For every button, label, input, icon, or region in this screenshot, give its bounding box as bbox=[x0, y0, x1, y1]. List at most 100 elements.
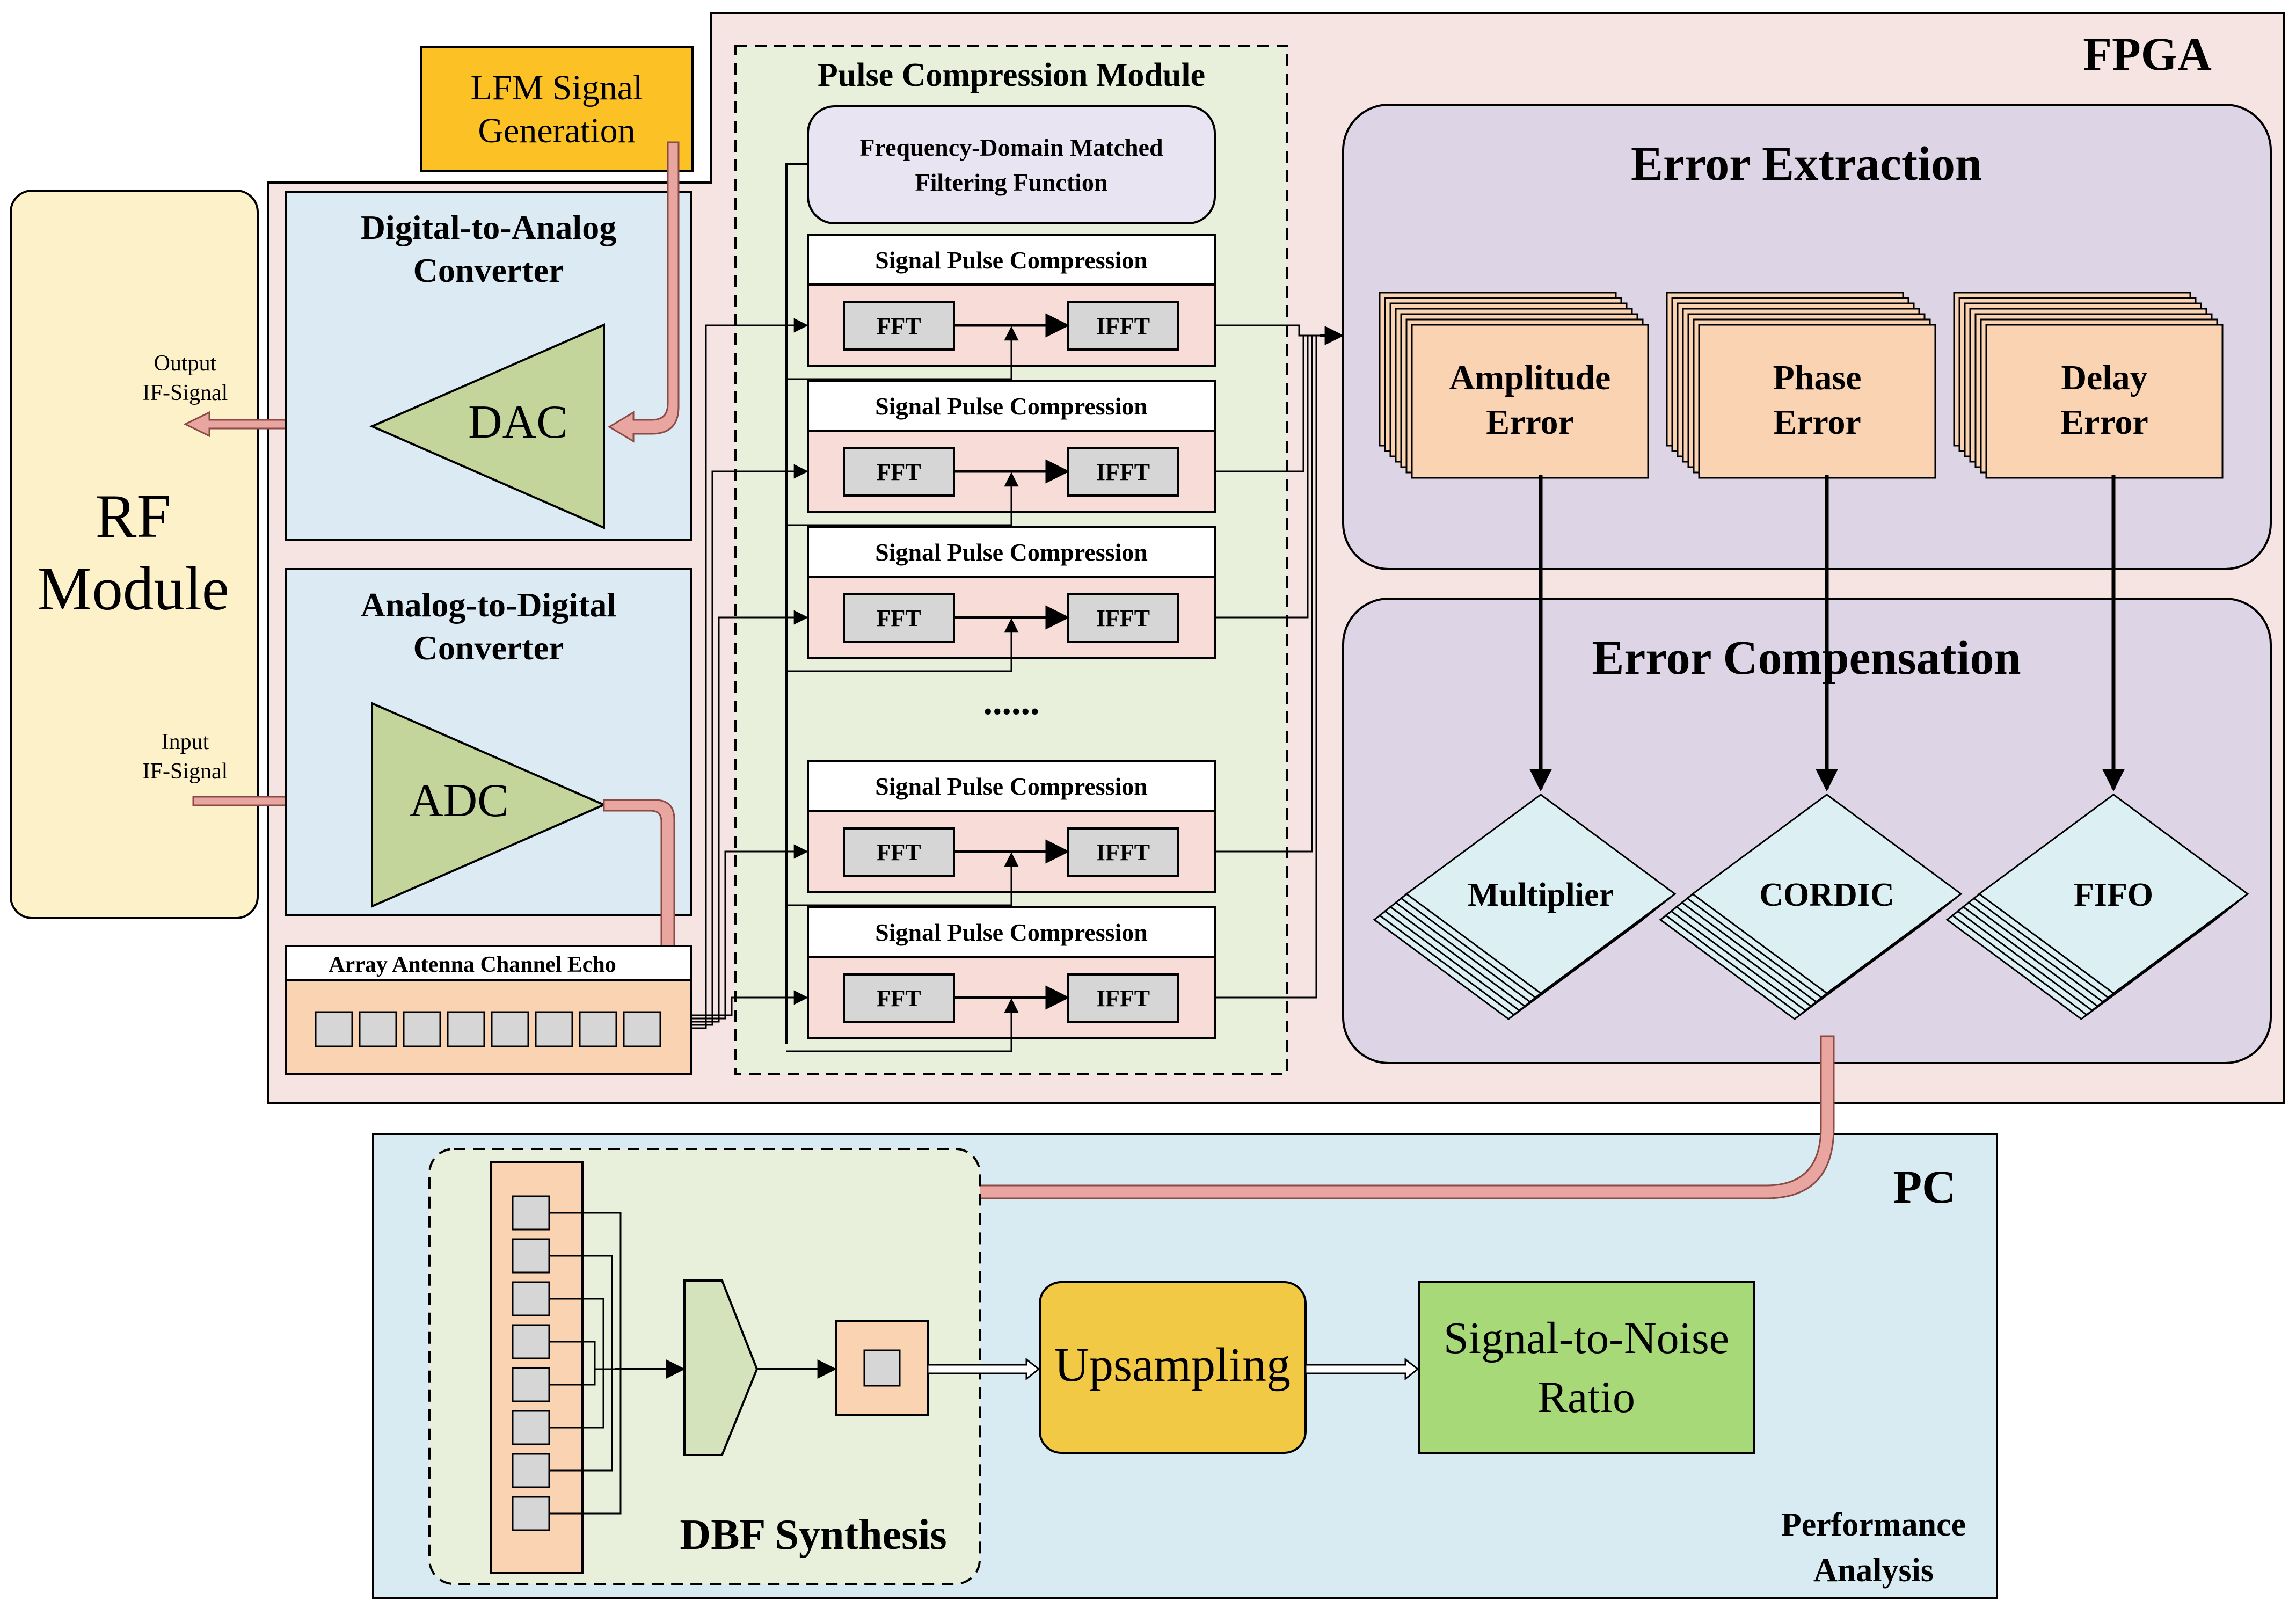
error-item-line1: Amplitude bbox=[1449, 358, 1611, 397]
beamformer-shape bbox=[683, 1279, 759, 1456]
dac-title-line1: Digital-to-Analog bbox=[361, 208, 616, 246]
dbf-element bbox=[512, 1324, 550, 1359]
matched-filter-feed-arrow bbox=[786, 852, 1019, 906]
fft-label: FFT bbox=[876, 985, 921, 1012]
input-if-label-line2: IF-Signal bbox=[143, 759, 228, 784]
fft-block bbox=[843, 973, 955, 1023]
pulse-channel-title-box bbox=[807, 906, 1216, 958]
pulse-channel-title-box bbox=[807, 380, 1216, 432]
dbf-element bbox=[512, 1410, 550, 1445]
adc-title-line1: Analog-to-Digital bbox=[361, 586, 616, 624]
compensation-item-label: Multiplier bbox=[1468, 877, 1614, 913]
antenna-to-channel-arrow bbox=[691, 990, 808, 1016]
matched-filter-feed-arrow bbox=[786, 472, 1019, 526]
ifft-block bbox=[1067, 973, 1179, 1023]
ifft-label: IFFT bbox=[1096, 605, 1150, 631]
error-stack-layer bbox=[1698, 324, 1936, 479]
dbf-element-list bbox=[512, 1195, 622, 1531]
dbf-element bbox=[512, 1453, 550, 1488]
ifft-block bbox=[1067, 593, 1179, 643]
error-item-line2: Error bbox=[2060, 403, 2148, 442]
error-item-line1: Delay bbox=[2061, 358, 2147, 397]
snr-label-line1: Signal-to-Noise bbox=[1444, 1313, 1729, 1363]
pulse-channel-title: Signal Pulse Compression bbox=[875, 773, 1148, 800]
rf-module bbox=[10, 190, 259, 919]
ifft-label: IFFT bbox=[1096, 839, 1150, 865]
compensation-stack-list: Multiplier CORDIC FIFO bbox=[1373, 794, 2249, 1020]
pulse-channel-title-box bbox=[807, 760, 1216, 812]
antenna-to-channel-arrow bbox=[691, 610, 808, 1023]
dac-label: DAC bbox=[468, 396, 568, 448]
dbf-element-link bbox=[549, 1368, 615, 1429]
output-if-label-line2: IF-Signal bbox=[143, 381, 228, 405]
lfm-to-dac-arrow bbox=[608, 141, 680, 443]
fft-label: FFT bbox=[876, 459, 921, 485]
pulse-channel-title: Signal Pulse Compression bbox=[875, 246, 1148, 274]
input-if-label-line1: Input bbox=[162, 730, 209, 754]
fft-label: FFT bbox=[876, 605, 921, 631]
upsampling-label: Upsampling bbox=[1054, 1338, 1291, 1392]
antenna-element bbox=[491, 1011, 529, 1047]
compensation-diamond-layer bbox=[1691, 794, 1963, 994]
rf-module-label-line2: Module bbox=[37, 555, 229, 623]
compensation-item-stack: Multiplier bbox=[1373, 794, 1677, 1020]
beam-output-element bbox=[863, 1349, 901, 1387]
adc-title-line2: Converter bbox=[413, 629, 564, 667]
pulse-channel-title: Signal Pulse Compression bbox=[875, 539, 1148, 566]
beam-to-upsampling-arrow bbox=[927, 1357, 1040, 1381]
fft-block bbox=[843, 827, 955, 877]
ifft-label: IFFT bbox=[1096, 459, 1150, 485]
error-item-line1: Phase bbox=[1773, 358, 1862, 397]
matched-filter-feed-arrow bbox=[786, 618, 1019, 672]
dbf-element bbox=[512, 1367, 550, 1402]
error-extraction-title: Error Extraction bbox=[1631, 137, 1982, 191]
antenna-element bbox=[315, 1011, 353, 1047]
compensation-diamond-layer bbox=[1405, 794, 1677, 994]
antenna-element bbox=[623, 1011, 661, 1047]
dbf-element bbox=[512, 1496, 550, 1531]
matched-filter-bus bbox=[785, 163, 808, 1044]
fft-label: FFT bbox=[876, 313, 921, 339]
dac-title-line2: Converter bbox=[413, 251, 564, 289]
error-item-line2: Error bbox=[1486, 403, 1574, 442]
antenna-element bbox=[579, 1011, 617, 1047]
dbf-element bbox=[512, 1238, 550, 1274]
matched-filter-line2: Filtering Function bbox=[915, 169, 1107, 196]
pulse-ellipsis: ...... bbox=[983, 681, 1040, 723]
matched-filter-line1: Frequency-Domain Matched bbox=[859, 134, 1163, 161]
antenna-to-channel-arrow bbox=[691, 844, 808, 1020]
compensation-item-stack: CORDIC bbox=[1659, 794, 1963, 1020]
compensation-item-label: FIFO bbox=[2074, 877, 2153, 913]
lfm-label-line2: Generation bbox=[478, 111, 635, 150]
output-if-label-line1: Output bbox=[154, 351, 217, 376]
matched-filter-box bbox=[807, 105, 1216, 224]
matched-filter-feed-arrow bbox=[786, 998, 1019, 1052]
performance-analysis-line2: Analysis bbox=[1813, 1552, 1934, 1589]
antenna-element bbox=[447, 1011, 485, 1047]
lfm-signal-generation bbox=[420, 46, 694, 172]
lfm-label-line1: LFM Signal bbox=[471, 68, 643, 107]
error-compensation-title: Error Compensation bbox=[1592, 631, 2021, 685]
antenna-title: Array Antenna Channel Echo bbox=[329, 952, 616, 977]
fft-block bbox=[843, 301, 955, 351]
antenna-element-group bbox=[315, 1011, 661, 1047]
upsampling-to-snr-arrow bbox=[1304, 1357, 1419, 1381]
fft-label: FFT bbox=[876, 839, 921, 865]
ifft-block bbox=[1067, 447, 1179, 497]
compensation-item-stack: FIFO bbox=[1945, 794, 2249, 1020]
compensation-item-label: CORDIC bbox=[1759, 877, 1894, 913]
pulse-channel-title: Signal Pulse Compression bbox=[875, 919, 1148, 946]
rf-module-label-line1: RF bbox=[96, 482, 171, 550]
dbf-element bbox=[512, 1195, 550, 1231]
dbf-element-link bbox=[549, 1368, 615, 1472]
antenna-element bbox=[359, 1011, 397, 1047]
adc-label: ADC bbox=[409, 775, 509, 827]
snr-box bbox=[1418, 1281, 1755, 1454]
